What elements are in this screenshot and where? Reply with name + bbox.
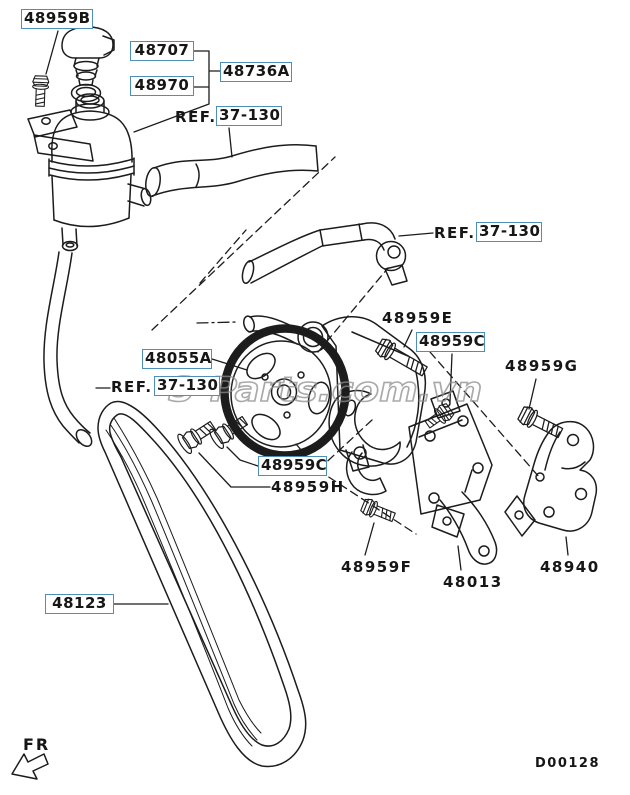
part-label-48707[interactable]: 48707 bbox=[130, 41, 194, 61]
part-label-48013: 48013 bbox=[443, 573, 503, 591]
part-label-48959G: 48959G bbox=[505, 357, 579, 375]
reservoir-cap bbox=[61, 26, 115, 86]
pump-bracket-arm bbox=[328, 389, 401, 496]
fr-direction-label: FR bbox=[23, 735, 51, 754]
bracket-48013 bbox=[408, 390, 498, 565]
bolt-48959c-lower bbox=[209, 415, 249, 450]
part-label-48970[interactable]: 48970 bbox=[130, 76, 194, 96]
drawing-code: D00128 bbox=[535, 756, 601, 771]
part-label-ref-prefix-mid: REF. bbox=[434, 224, 476, 242]
part-label-48055A[interactable]: 48055A bbox=[142, 349, 212, 369]
leader-lines bbox=[45, 30, 569, 605]
part-label-48959F: 48959F bbox=[341, 558, 413, 576]
part-label-ref-prefix-top: REF. bbox=[175, 108, 217, 126]
part-label-48959C-upper[interactable]: 48959C bbox=[416, 332, 485, 352]
part-label-48959B[interactable]: 48959B bbox=[21, 9, 93, 29]
part-label-48959H: 48959H bbox=[271, 478, 345, 496]
part-label-ref-prefix-belt: REF. bbox=[111, 378, 153, 396]
part-label-48736A[interactable]: 48736A bbox=[220, 62, 292, 82]
part-label-ref-37-130-mid[interactable]: 37-130 bbox=[476, 222, 542, 242]
pressure-hose bbox=[241, 222, 408, 286]
part-label-48940: 48940 bbox=[540, 558, 600, 576]
bolt-48959h bbox=[177, 420, 217, 455]
bracket-48940 bbox=[504, 420, 598, 537]
part-label-ref-37-130-top[interactable]: 37-130 bbox=[216, 106, 282, 126]
bolt-48959g bbox=[517, 406, 564, 439]
part-label-ref-37-130-belt[interactable]: 37-130 bbox=[154, 376, 220, 396]
bolt-48959f bbox=[360, 498, 396, 523]
drive-belt bbox=[97, 400, 307, 768]
part-label-48959C-lower[interactable]: 48959C bbox=[258, 456, 327, 476]
fr-arrow-icon bbox=[11, 753, 49, 780]
bolt-48959b bbox=[32, 75, 50, 107]
reservoir-tank bbox=[27, 93, 152, 252]
part-label-48123[interactable]: 48123 bbox=[45, 594, 114, 614]
reservoir-hose bbox=[43, 251, 93, 447]
part-label-48959E: 48959E bbox=[382, 309, 454, 327]
bolt-48959e bbox=[374, 338, 428, 377]
